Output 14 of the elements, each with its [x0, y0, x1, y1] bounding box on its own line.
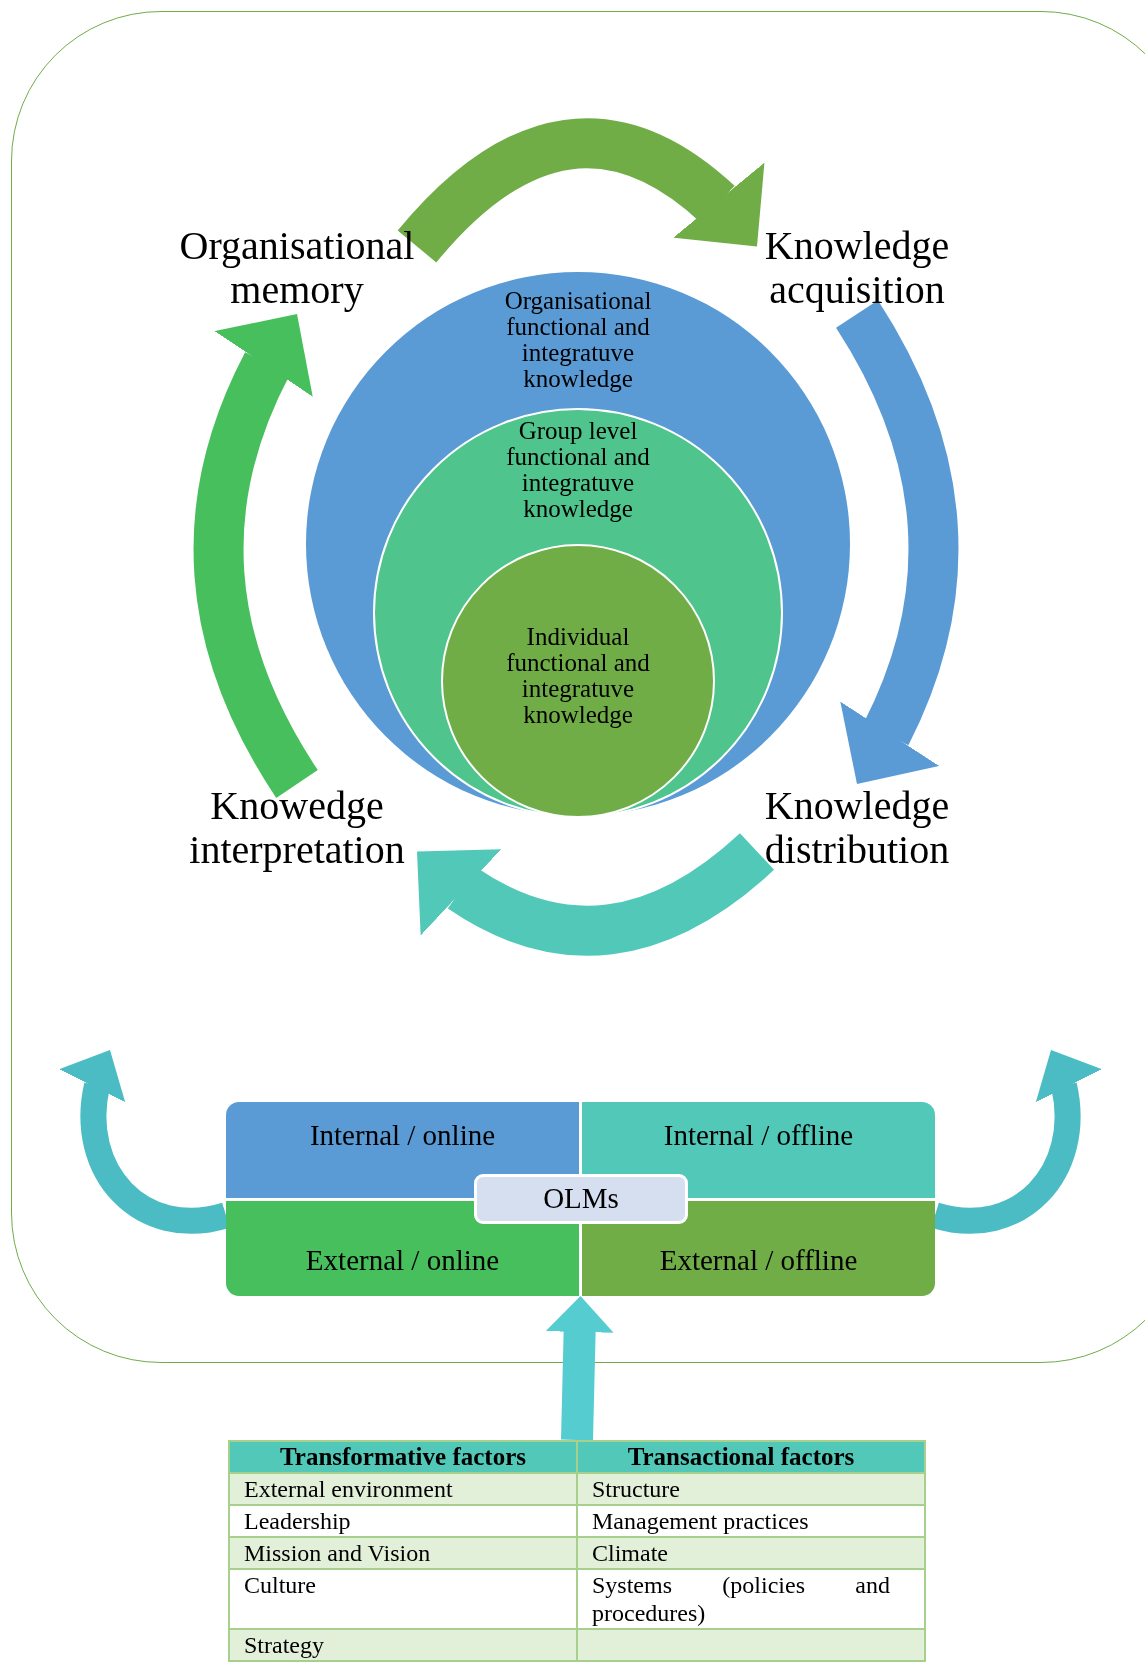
- header-cell: Transformative factors: [229, 1441, 577, 1473]
- table-cell: Strategy: [229, 1629, 577, 1661]
- arrow: [545, 1295, 614, 1441]
- factors-table: [228, 1440, 926, 1662]
- circle-label: Organisational functional and integratuve knowledge: [503, 288, 653, 392]
- stage-label: Organisational memory: [177, 224, 417, 314]
- circle-label: Group level functional and integratuve knowledge: [505, 418, 651, 522]
- stage-label: Knowledge acquisition: [757, 224, 957, 314]
- circle-label: Individual functional and integratuve knowledge: [505, 624, 651, 728]
- quadrant-grid: [226, 1102, 935, 1296]
- stage-label: Knowledge distribution: [757, 784, 957, 874]
- center-label-box: OLMs: [474, 1174, 688, 1224]
- header-cell: Transactional factors: [577, 1441, 925, 1473]
- stage-label: Knowedge interpretation: [177, 784, 417, 874]
